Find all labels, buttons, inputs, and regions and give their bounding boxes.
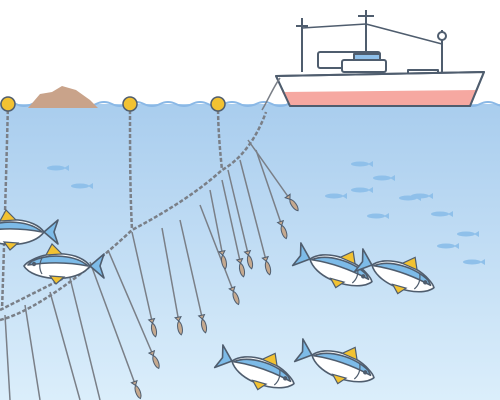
branch-line [255,149,285,233]
small-fish-tail [384,213,389,219]
small-fish-tail [474,231,479,237]
small-fish-tail [390,175,395,181]
branch-line [209,189,225,263]
branch-line [131,231,155,331]
small-fish-tail [480,259,485,265]
branch-line [199,204,237,299]
branch-line [89,261,139,393]
branch-lines [4,139,295,400]
island-icon [28,86,98,108]
small-fish-school [47,161,485,265]
small-fish-tail [448,211,453,217]
small-fish-tail [368,187,373,193]
small-fish-icon [71,183,89,189]
branch-line [49,291,81,400]
buoy-float-icon [210,96,226,112]
branch-line [161,227,181,329]
small-fish-tail [342,193,347,199]
buoy-float-icon [0,96,16,112]
small-fish-icon [463,259,481,265]
small-fish-icon [457,231,475,237]
buoy-floats [0,96,226,112]
small-fish-icon [351,187,369,193]
branch-line [4,314,11,400]
branch-line [227,169,251,263]
branch-line [24,304,41,400]
branch-line [107,249,157,363]
small-fish-icon [437,243,455,249]
small-fish-tail [88,183,93,189]
fishing-vessel-icon [261,10,485,111]
small-fish-tail [428,193,433,199]
small-fish-icon [367,213,385,219]
small-fish-icon [373,175,391,181]
branch-line [221,179,243,271]
small-fish-icon [411,193,429,199]
small-fish-tail [64,165,69,171]
small-fish-icon [325,193,343,199]
small-fish-icon [47,165,65,171]
small-fish-tail [454,243,459,249]
small-fish-tail [368,161,373,167]
branch-line [69,277,101,400]
branch-line [239,159,269,269]
branch-line [179,219,205,327]
small-fish-icon [351,161,369,167]
small-fish-icon [431,211,449,217]
buoy-float-icon [122,96,138,112]
